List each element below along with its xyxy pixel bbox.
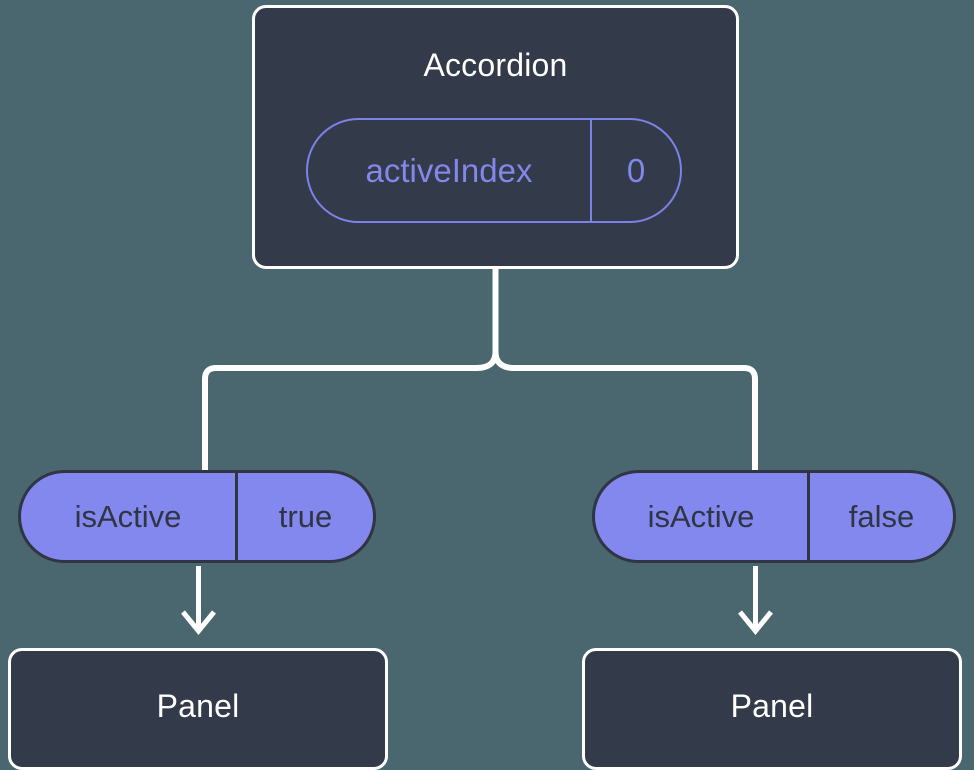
arrow-head-left [181, 610, 216, 635]
node-accordion-title: Accordion [423, 47, 568, 83]
state-badge-value: 0 [626, 152, 646, 189]
node-panel-right[interactable]: Panel [582, 648, 962, 770]
node-panel-left-title: Panel [156, 688, 240, 724]
branch-line-left [202, 351, 499, 470]
node-panel-left[interactable]: Panel [8, 648, 388, 770]
arrow-head-right [738, 610, 773, 635]
prop-badge-value: false [848, 499, 915, 534]
node-panel-right-title: Panel [730, 688, 814, 724]
state-badge-activeindex[interactable]: activeIndex 0 [306, 118, 682, 223]
prop-badge-key: isActive [21, 473, 238, 560]
branch-line-right [492, 351, 758, 470]
prop-badge-isactive-false[interactable]: isActive false [592, 470, 956, 563]
state-badge-key: activeIndex [308, 120, 592, 221]
prop-badge-isactive-true[interactable]: isActive true [18, 470, 376, 563]
prop-badge-key: isActive [595, 473, 810, 560]
prop-badge-value: true [278, 499, 333, 534]
